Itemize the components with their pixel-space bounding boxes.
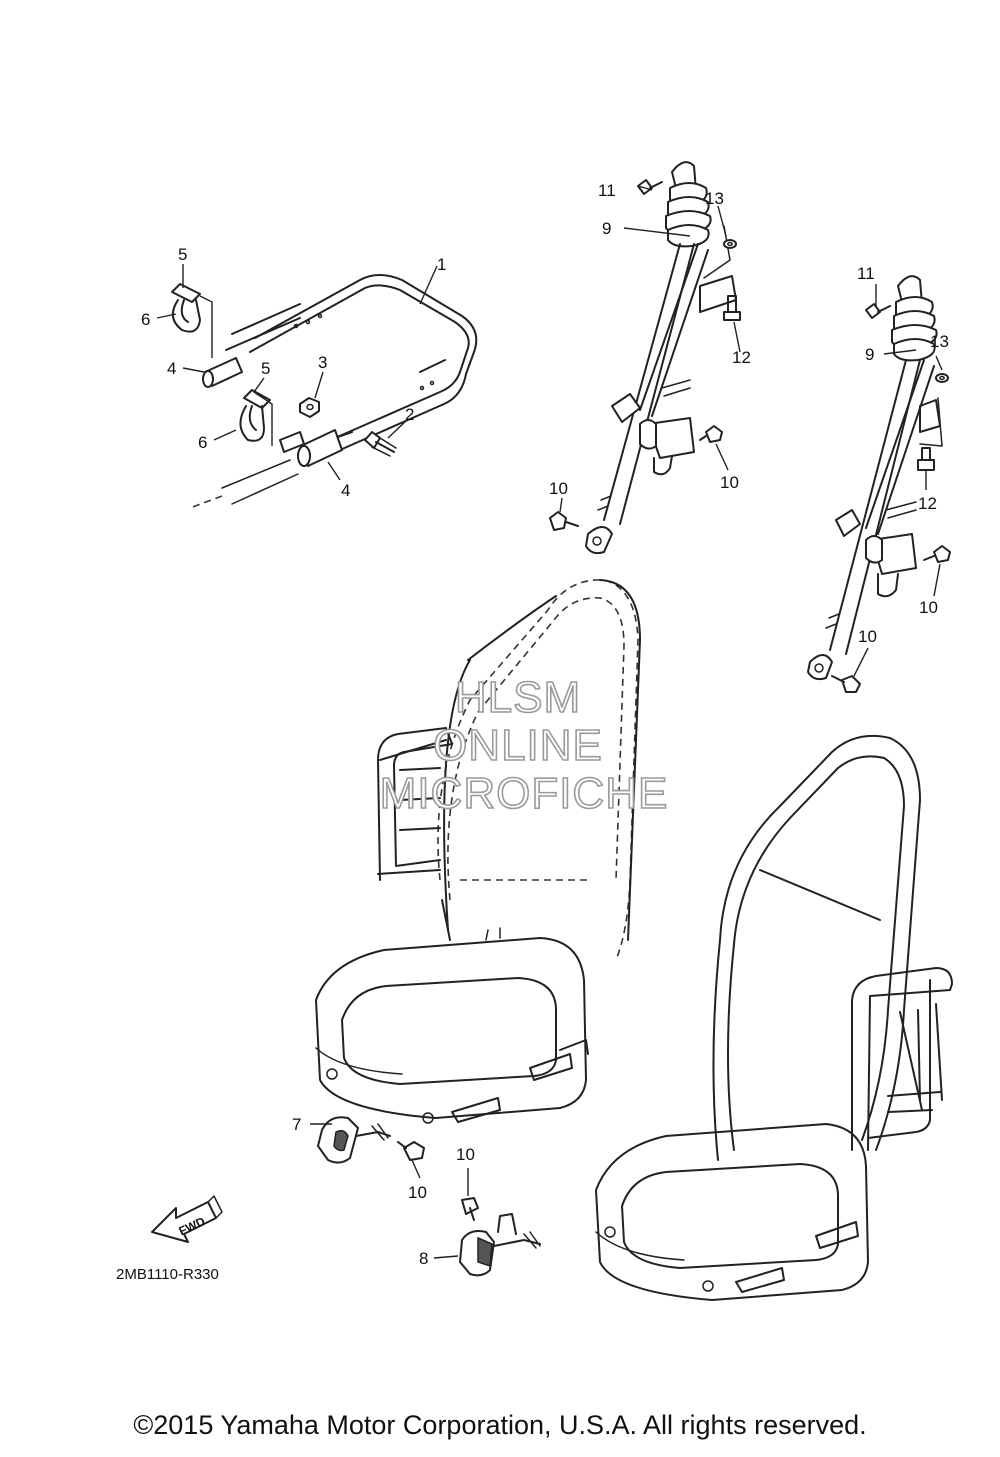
callout-10-buckle-7: 10 xyxy=(408,1183,427,1202)
seat-belt-right xyxy=(807,275,951,693)
buckle-8 xyxy=(459,1213,541,1277)
bolt-anchor-right xyxy=(831,675,861,693)
seat-belt-left xyxy=(549,161,741,555)
callout-10-retractor-left: 10 xyxy=(720,473,739,492)
callout-10-retractor-right: 10 xyxy=(919,598,938,617)
bolt-buckle-8 xyxy=(461,1197,479,1221)
callout-11-left: 11 xyxy=(598,181,616,200)
sleeve-upper xyxy=(202,357,243,388)
callouts: 1 2 3 4 4 5 5 6 6 11 13 9 12 10 10 11 9 … xyxy=(141,181,949,1268)
callout-1: 1 xyxy=(437,255,446,274)
fwd-arrow-icon: FWD xyxy=(151,1195,223,1243)
watermark: HLSM ONLINE MICROFICHE xyxy=(379,672,669,819)
bolt-guide-left xyxy=(723,295,741,321)
callout-10-anchor-left: 10 xyxy=(549,479,568,498)
belt-guide-cover-left xyxy=(665,182,712,248)
callout-4-upper: 4 xyxy=(167,359,176,378)
callout-8: 8 xyxy=(419,1249,428,1268)
callout-11-right: 11 xyxy=(857,264,875,283)
callout-4-lower: 4 xyxy=(341,481,350,500)
bolt-upper-right xyxy=(865,303,891,319)
seat-right xyxy=(595,734,953,1301)
bolt-retractor-right xyxy=(923,545,951,563)
bolt-retractor-left xyxy=(699,425,723,443)
callout-6-upper: 6 xyxy=(141,310,150,329)
collar-left xyxy=(723,239,737,249)
grab-bar-assembly xyxy=(156,264,478,509)
grab-bar xyxy=(225,274,478,451)
callout-9-left: 9 xyxy=(602,219,611,238)
callout-12-right: 12 xyxy=(918,494,937,513)
clip-upper xyxy=(171,283,201,333)
clip-lower xyxy=(239,389,271,442)
callout-12-left: 12 xyxy=(732,348,751,367)
nut xyxy=(299,397,320,418)
watermark-line-3: MICROFICHE xyxy=(380,769,669,818)
bolt-buckle-7 xyxy=(397,1141,425,1161)
diagram-code: 2MB1110-R330 xyxy=(116,1266,219,1283)
callout-5-lower: 5 xyxy=(261,359,270,378)
callout-10-buckle-8: 10 xyxy=(456,1145,475,1164)
callout-10-anchor-right: 10 xyxy=(858,627,877,646)
callout-13-left: 13 xyxy=(705,189,724,208)
callout-9-right: 9 xyxy=(865,345,874,364)
bolt-grab-bar xyxy=(364,431,397,457)
watermark-line-2: ONLINE xyxy=(433,721,603,770)
bolt-anchor-left xyxy=(549,511,579,531)
bolt-guide-right xyxy=(917,447,935,471)
callout-5-upper: 5 xyxy=(178,245,187,264)
callout-3: 3 xyxy=(318,353,327,372)
collar-right xyxy=(935,373,949,383)
callout-7: 7 xyxy=(292,1115,301,1134)
buckle-7 xyxy=(317,1116,391,1164)
sleeve-lower xyxy=(279,429,343,467)
callout-2: 2 xyxy=(405,405,414,424)
seat-left xyxy=(315,579,641,1124)
watermark-line-1: HLSM xyxy=(455,673,581,722)
callout-6-lower: 6 xyxy=(198,433,207,452)
bolt-upper-left xyxy=(637,179,663,195)
callout-13-right: 13 xyxy=(930,332,949,351)
copyright-notice: ©2015 Yamaha Motor Corporation, U.S.A. A… xyxy=(133,1410,867,1440)
